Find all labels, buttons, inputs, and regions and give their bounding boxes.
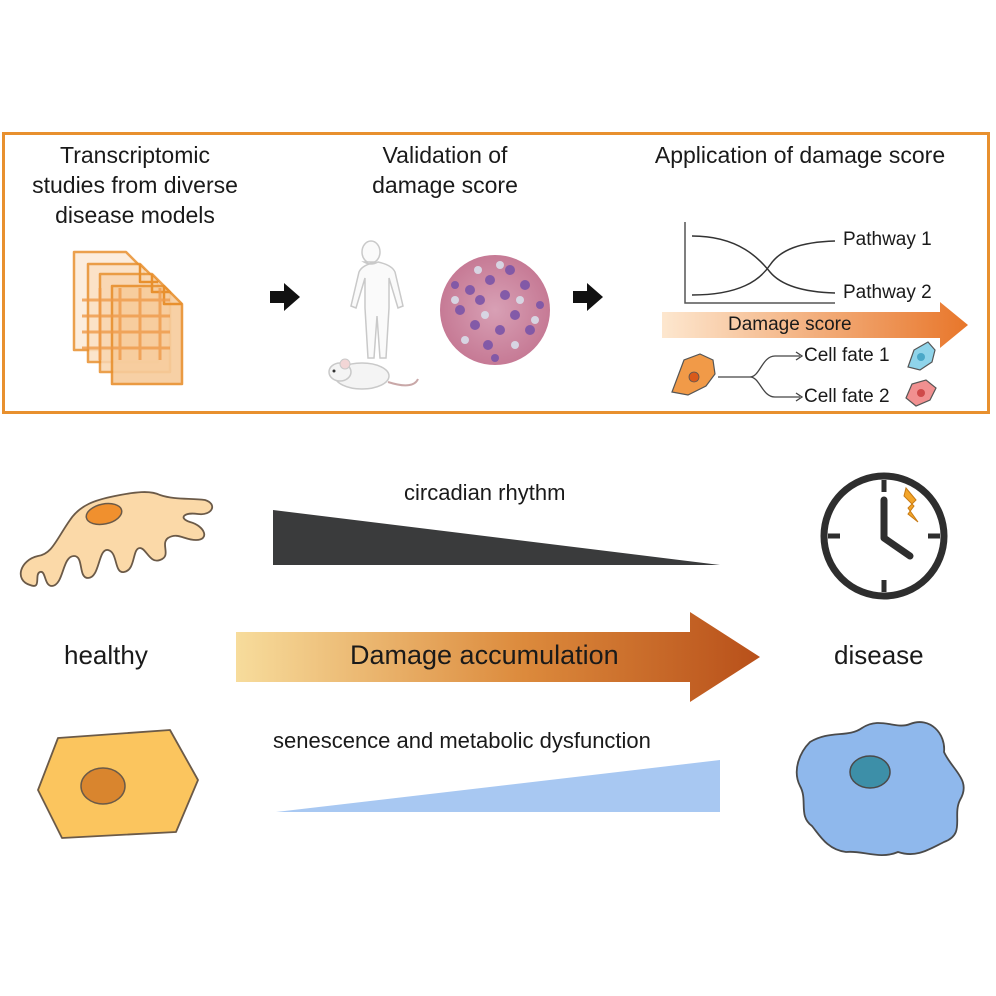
circadian-rhythm-wedge <box>273 510 720 565</box>
workflow-panel <box>2 132 990 414</box>
arrow-icon-1 <box>270 283 300 311</box>
damage-accumulation-arrow <box>236 612 760 702</box>
circadian-rhythm-label: circadian rhythm <box>404 480 566 505</box>
arrow-icon-2 <box>573 283 603 311</box>
cell-fate-diagram <box>671 341 937 407</box>
pathway-1-curve <box>691 240 836 296</box>
human-figure-icon <box>350 240 404 359</box>
col3-title: Application of damage score <box>654 142 946 168</box>
pathway-1-label: Pathway 1 <box>843 229 932 250</box>
cell-fate-1-label: Cell fate 1 <box>804 345 890 366</box>
broken-clock-icon <box>820 472 948 600</box>
diseased-cell-icon <box>795 721 965 856</box>
plot-axes <box>684 222 835 304</box>
pathway-2-label: Pathway 2 <box>843 282 932 303</box>
tissue-spot-disc <box>440 255 550 365</box>
cell-fate-2-label: Cell fate 2 <box>804 386 890 407</box>
healthy-label: healthy <box>64 640 148 670</box>
disease-label: disease <box>834 640 924 670</box>
col1-title: Transcriptomic studies from diverse dise… <box>20 140 250 230</box>
col2-title-line1: Validation of <box>382 142 508 168</box>
col2-title-line2: damage score <box>372 172 518 198</box>
document-stack-icon <box>72 250 184 386</box>
col2-title: Validation of damage score <box>330 140 560 200</box>
col1-title-line3: disease models <box>55 202 215 228</box>
pathway-2-curve <box>691 235 836 294</box>
damage-accumulation-label: Damage accumulation <box>350 640 619 670</box>
pathway-plot <box>684 222 836 304</box>
col1-title-line1: Transcriptomic <box>60 142 210 168</box>
healthy-hexagonal-cell-icon <box>37 729 199 839</box>
healthy-branched-cell-icon <box>19 491 214 587</box>
damage-score-arrow <box>662 302 968 348</box>
senescence-label: senescence and metabolic dysfunction <box>273 728 651 753</box>
senescence-wedge <box>276 760 720 812</box>
col1-title-line2: studies from diverse <box>32 172 238 198</box>
mouse-icon <box>328 358 419 390</box>
damage-score-label: Damage score <box>728 314 852 335</box>
